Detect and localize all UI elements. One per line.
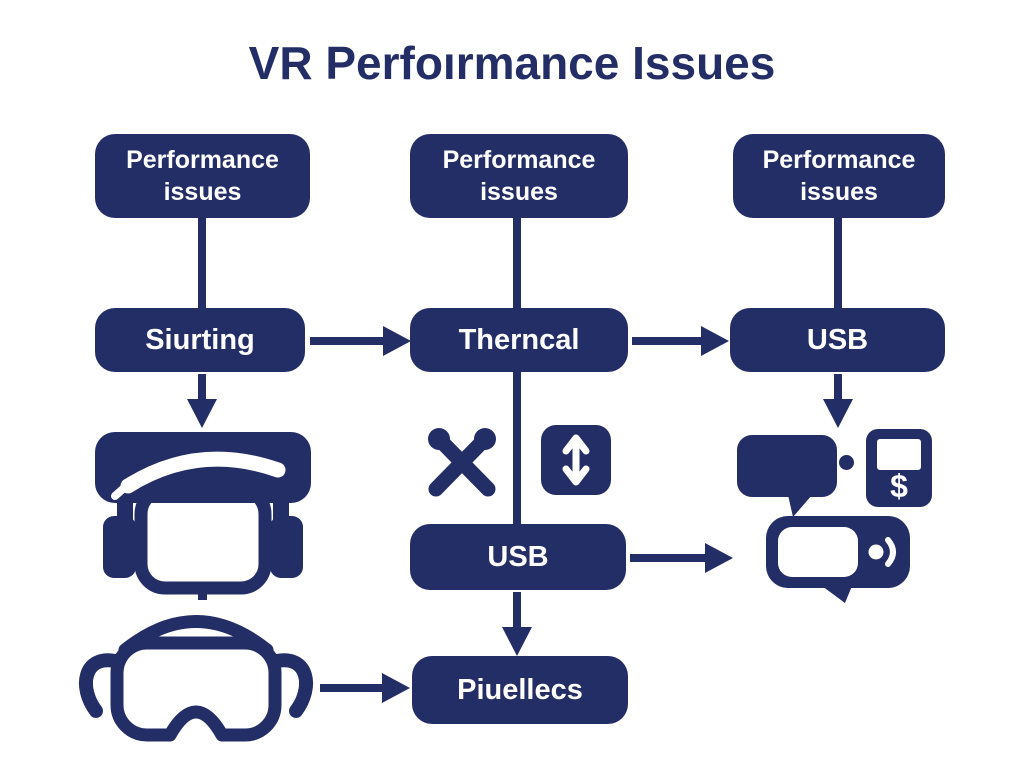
page-title: VR Perfoırmance Issues: [248, 37, 776, 89]
arrowhead: [705, 543, 733, 573]
box-usb-right: USB: [730, 308, 945, 372]
box-usb-middle: USB: [410, 524, 626, 590]
box-performance-issues-left: Performance issues: [95, 134, 310, 218]
dollar-symbol: $: [890, 468, 908, 504]
camera-remote-icon: [764, 512, 912, 604]
vr-headset-icon: [93, 430, 313, 600]
speech-bubble-icon: [736, 432, 840, 518]
dollar-device-icon: $: [863, 428, 935, 508]
arrowhead: [701, 326, 729, 356]
box-performance-issues-middle: Performance issues: [410, 134, 628, 218]
vertical-resize-icon: [541, 425, 611, 495]
arrowhead: [502, 627, 532, 656]
dot-icon: [839, 455, 854, 470]
arrowhead: [187, 399, 217, 428]
box-therncal: Therncal: [410, 308, 628, 372]
crossed-tools-icon: [422, 427, 502, 497]
box-performance-issues-right: Performance issues: [733, 134, 945, 218]
arrowhead: [823, 399, 853, 428]
arrowhead: [382, 673, 410, 703]
box-piuellecs: Piuellecs: [412, 656, 628, 724]
arrowhead: [383, 326, 411, 356]
box-siurting: Siurting: [95, 308, 305, 372]
vr-goggles-icon: [70, 605, 322, 750]
